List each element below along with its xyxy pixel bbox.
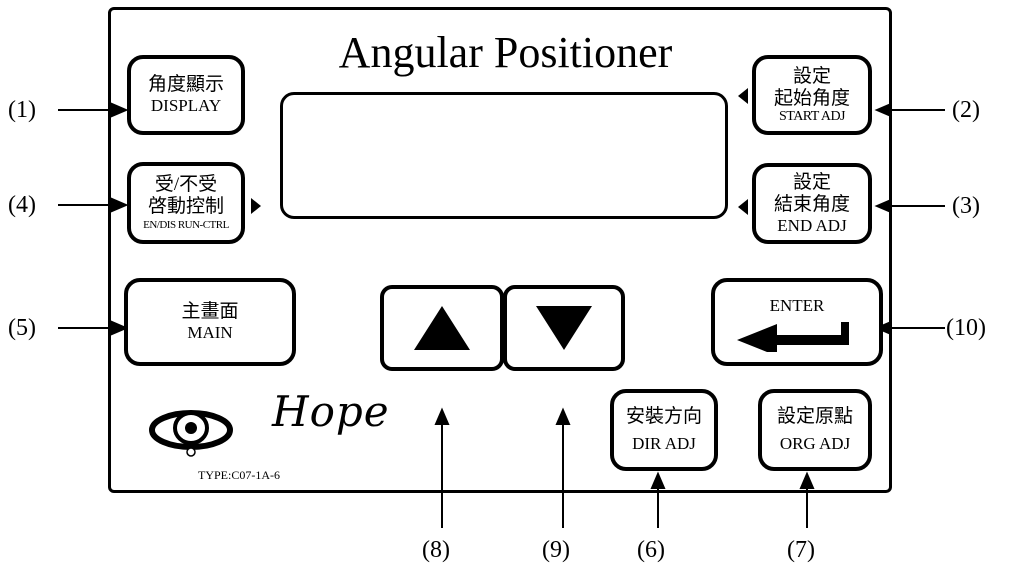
- main-button-zh-label: 主畫面: [181, 301, 239, 322]
- dir-adj-button[interactable]: 安裝方向 DIR ADJ: [610, 389, 718, 471]
- run-ctrl-button-zh-label-2: 啓動控制: [147, 196, 224, 217]
- main-button-en-label: MAIN: [187, 323, 233, 342]
- display-button-en-label: DISPLAY: [150, 96, 222, 115]
- leader-arrowhead-1: [111, 102, 129, 118]
- leader-arrowhead-7: [799, 471, 815, 489]
- callout-10: (10): [946, 315, 986, 341]
- leader-arrowhead-6: [650, 471, 666, 489]
- end-adj-indicator-icon: [738, 199, 748, 215]
- leader-arrowhead-5: [111, 320, 129, 336]
- run-ctrl-indicator-icon: [251, 198, 261, 214]
- callout-3: (3): [952, 193, 980, 219]
- org-adj-button[interactable]: 設定原點 ORG ADJ: [758, 389, 872, 471]
- callout-9: (9): [542, 537, 570, 563]
- up-button[interactable]: [380, 285, 504, 371]
- down-button[interactable]: [503, 285, 625, 371]
- start-adj-button-en-label: START ADJ: [778, 109, 846, 124]
- down-triangle-icon: [536, 306, 592, 350]
- device-panel: [108, 7, 892, 493]
- brand-logo-text: Hope: [272, 387, 390, 436]
- enter-button-label: ENTER: [769, 296, 825, 315]
- run-ctrl-button-en-label: EN/DIS RUN-CTRL: [143, 219, 229, 231]
- run-ctrl-button-zh-label-1: 受/不受: [154, 174, 218, 195]
- end-adj-button-zh-label-1: 設定: [792, 171, 831, 193]
- callout-7: (7): [787, 537, 815, 563]
- main-button[interactable]: 主畫面 MAIN: [124, 278, 296, 366]
- display-button[interactable]: 角度顯示 DISPLAY: [127, 55, 245, 135]
- callout-2: (2): [952, 97, 980, 123]
- eye-logo-icon: [149, 410, 233, 457]
- callout-1: (1): [8, 97, 36, 123]
- display-button-zh-label: 角度顯示: [147, 74, 224, 95]
- end-adj-button-en-label: END ADJ: [777, 215, 847, 235]
- callout-4: (4): [8, 192, 36, 218]
- callout-8: (8): [422, 537, 450, 563]
- lcd-display-screen: [280, 92, 728, 219]
- leader-arrowhead-8: [434, 407, 450, 425]
- end-adj-button[interactable]: 設定 結束角度 END ADJ: [752, 163, 872, 244]
- type-label: TYPE:C07-1A-6: [198, 468, 280, 482]
- callout-5: (5): [8, 315, 36, 341]
- enter-button[interactable]: ENTER: [711, 278, 883, 366]
- run-ctrl-button[interactable]: 受/不受 啓動控制 EN/DIS RUN-CTRL: [127, 162, 245, 244]
- start-adj-button[interactable]: 設定 起始角度 START ADJ: [752, 55, 872, 135]
- org-adj-button-en-label: ORG ADJ: [779, 434, 851, 453]
- up-triangle-icon: [414, 306, 470, 350]
- callout-6: (6): [637, 537, 665, 563]
- dir-adj-button-zh-label: 安裝方向: [625, 406, 702, 427]
- start-adj-button-zh-label-2: 起始角度: [773, 88, 850, 109]
- dir-adj-button-en-label: DIR ADJ: [632, 434, 696, 453]
- leader-arrowhead-9: [555, 407, 571, 425]
- enter-arrow-icon: [737, 322, 849, 352]
- leader-arrowhead-4: [111, 197, 129, 213]
- end-adj-button-zh-label-2: 結束角度: [773, 193, 850, 215]
- start-adj-button-zh-label-1: 設定: [792, 66, 831, 87]
- panel-title: Angular Positioner: [338, 28, 673, 77]
- start-adj-indicator-icon: [738, 88, 748, 104]
- org-adj-button-zh-label: 設定原點: [776, 406, 853, 427]
